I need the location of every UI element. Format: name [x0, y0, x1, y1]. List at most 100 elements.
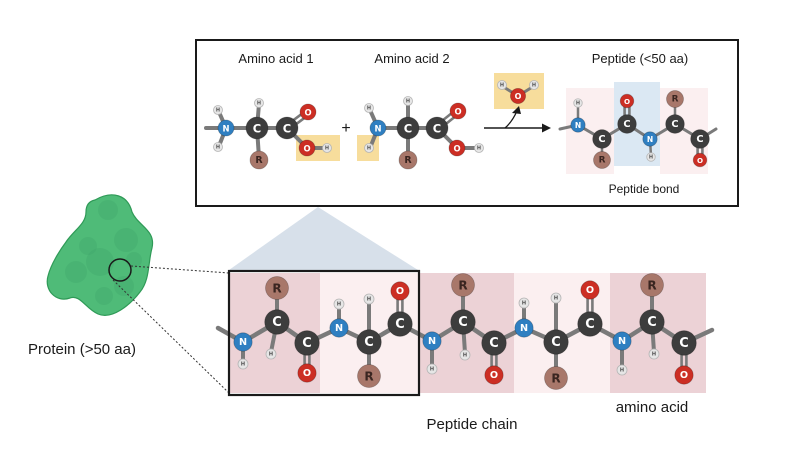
zoom-line-top: [130, 265, 230, 274]
rgroup-sphere: [357, 364, 381, 388]
nitrogen-atom: N: [612, 331, 632, 351]
rgroup-symbol: R: [404, 155, 412, 166]
nitrogen-sphere: [422, 331, 442, 351]
hydrogen-sphere: [497, 80, 507, 90]
oxygen-atom: O: [619, 93, 635, 109]
amino-acid-label: amino acid: [616, 399, 689, 416]
carbon-symbol: C: [364, 335, 373, 350]
carbon-atom: C: [617, 114, 637, 134]
hydrogen-atom: H: [518, 297, 530, 309]
carbon-sphere: [387, 311, 413, 337]
hydrogen-atom: H: [497, 80, 507, 90]
carbon-atom: C: [275, 116, 299, 140]
hydrogen-sphere: [403, 96, 413, 106]
rgroup-sphere: [666, 90, 684, 108]
hydrogen-atom: H: [364, 103, 374, 113]
rgroup-symbol: R: [364, 370, 374, 384]
hydrogen-sphere: [550, 292, 562, 304]
hydrogen-atom: H: [237, 358, 249, 370]
hydrogen-symbol: H: [532, 83, 536, 89]
rgroup-atom: R: [249, 150, 269, 170]
oxygen-sphere: [619, 93, 635, 109]
hydrogen-atom: H: [265, 348, 277, 360]
carbon-atom: C: [543, 329, 569, 355]
rgroup-sphere: [398, 150, 418, 170]
hydrogen-sphere: [237, 358, 249, 370]
carbon-symbol: C: [647, 315, 656, 330]
hydrogen-atom: H: [573, 98, 583, 108]
rgroup-atom: R: [398, 150, 418, 170]
rgroup-symbol: R: [599, 156, 606, 166]
protein-texture: [86, 248, 114, 276]
hydrogen-sphere: [363, 293, 375, 305]
carbon-sphere: [294, 330, 320, 356]
carbon-atom: C: [481, 330, 507, 356]
oxygen-atom: O: [297, 363, 317, 383]
protein-texture: [126, 252, 142, 268]
nitrogen-atom: N: [217, 119, 235, 137]
carbon-sphere: [577, 311, 603, 337]
rgroup-atom: R: [265, 276, 289, 300]
hydrogen-sphere: [518, 297, 530, 309]
nitrogen-sphere: [612, 331, 632, 351]
hydrogen-symbol: H: [367, 297, 371, 303]
hydrogen-sphere: [529, 80, 539, 90]
carbon-sphere: [543, 329, 569, 355]
hydrogen-sphere: [648, 348, 660, 360]
protein-texture: [114, 228, 138, 252]
plus-sign: +: [341, 120, 350, 137]
rgroup-sphere: [640, 273, 664, 297]
carbon-symbol: C: [671, 119, 678, 130]
reaction-arrowhead: [542, 123, 551, 133]
carbon-sphere: [275, 116, 299, 140]
oxygen-symbol: O: [396, 286, 404, 297]
protein-shape: [46, 194, 154, 316]
carbon-sphere: [425, 116, 449, 140]
oxygen-sphere: [299, 103, 317, 121]
nitrogen-symbol: N: [335, 323, 343, 334]
protein-texture: [98, 200, 118, 220]
nitrogen-symbol: N: [647, 135, 653, 144]
carbon-atom: C: [425, 116, 449, 140]
carbon-symbol: C: [253, 122, 261, 136]
nitrogen-atom: N: [642, 131, 658, 147]
hydrogen-sphere: [364, 143, 374, 153]
hydrogen-atom: H: [616, 364, 628, 376]
nitrogen-atom: N: [369, 119, 387, 137]
peptide-chain-label: Peptide chain: [427, 416, 518, 433]
hydrogen-atom: H: [363, 293, 375, 305]
oxygen-sphere: [449, 102, 467, 120]
carbon-atom: C: [450, 309, 476, 335]
oxygen-atom: O: [674, 365, 694, 385]
carbon-symbol: C: [489, 336, 498, 351]
carbon-symbol: C: [598, 134, 605, 145]
oxygen-atom: O: [448, 139, 466, 157]
hydrogen-atom: H: [648, 348, 660, 360]
hydrogen-sphere: [573, 98, 583, 108]
hydrogen-sphere: [213, 105, 223, 115]
oxygen-sphere: [298, 139, 316, 157]
nitrogen-symbol: N: [618, 336, 626, 347]
nitrogen-symbol: N: [575, 121, 581, 130]
oxygen-sphere: [692, 152, 708, 168]
oxygen-atom: O: [390, 281, 410, 301]
rgroup-atom: R: [544, 366, 568, 390]
hydrogen-atom: H: [529, 80, 539, 90]
carbon-symbol: C: [585, 317, 594, 332]
hydrogen-symbol: H: [576, 101, 580, 107]
carbon-atom: C: [671, 330, 697, 356]
hydrogen-symbol: H: [477, 146, 481, 152]
nitrogen-sphere: [514, 318, 534, 338]
hydrogen-symbol: H: [430, 367, 434, 373]
rgroup-atom: R: [451, 273, 475, 297]
rgroup-symbol: R: [647, 279, 657, 293]
carbon-symbol: C: [433, 122, 441, 136]
oxygen-atom: O: [692, 152, 708, 168]
nitrogen-sphere: [233, 332, 253, 352]
oxygen-symbol: O: [680, 370, 688, 381]
oxygen-sphere: [448, 139, 466, 157]
carbon-atom: C: [245, 116, 269, 140]
carbon-atom: C: [639, 309, 665, 335]
hydrogen-sphere: [254, 98, 264, 108]
hydrogen-symbol: H: [241, 362, 245, 368]
